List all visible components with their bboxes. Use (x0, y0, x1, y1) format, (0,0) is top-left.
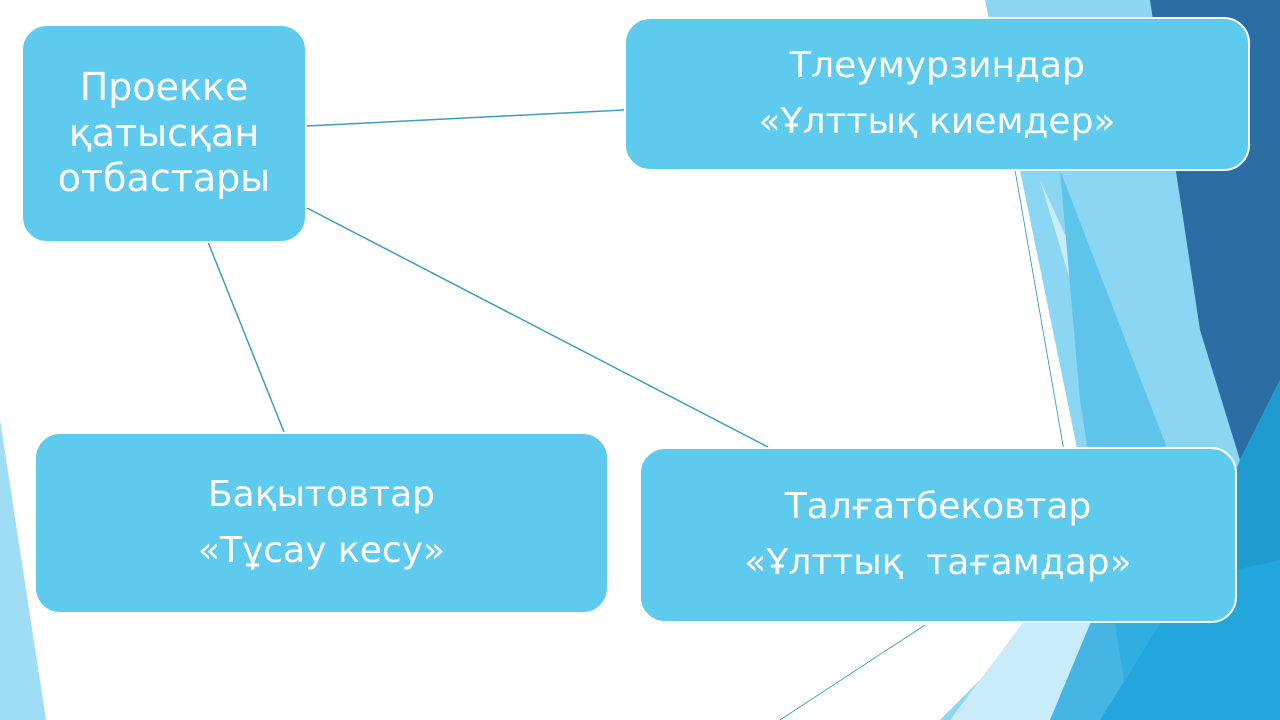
family-project: «Тұсау кесу» (198, 530, 445, 571)
connector-1 (306, 109, 625, 127)
connector-3 (306, 207, 769, 448)
connector-2 (207, 241, 285, 433)
root-line: қатысқан (68, 110, 260, 155)
family-name: Талғатбековтар (784, 486, 1092, 528)
family-node: Бақытовтар «Тұсау кесу» (34, 432, 609, 614)
family-node: Талғатбековтар «Ұлттық тағамдар» (639, 447, 1237, 623)
family-node: Тлеумурзиндар «Ұлттық киемдер» (624, 17, 1250, 171)
root-node: Проекке қатысқан отбастары (21, 24, 307, 243)
root-line: Проекке (79, 65, 249, 110)
family-name: Тлеумурзиндар (789, 45, 1085, 87)
family-project: «Ұлттық киемдер» (758, 101, 1116, 142)
family-name: Бақытовтар (207, 474, 436, 516)
family-project: «Ұлттық тағамдар» (744, 542, 1132, 583)
root-line: отбастары (57, 156, 271, 201)
connector-lines (207, 109, 769, 448)
